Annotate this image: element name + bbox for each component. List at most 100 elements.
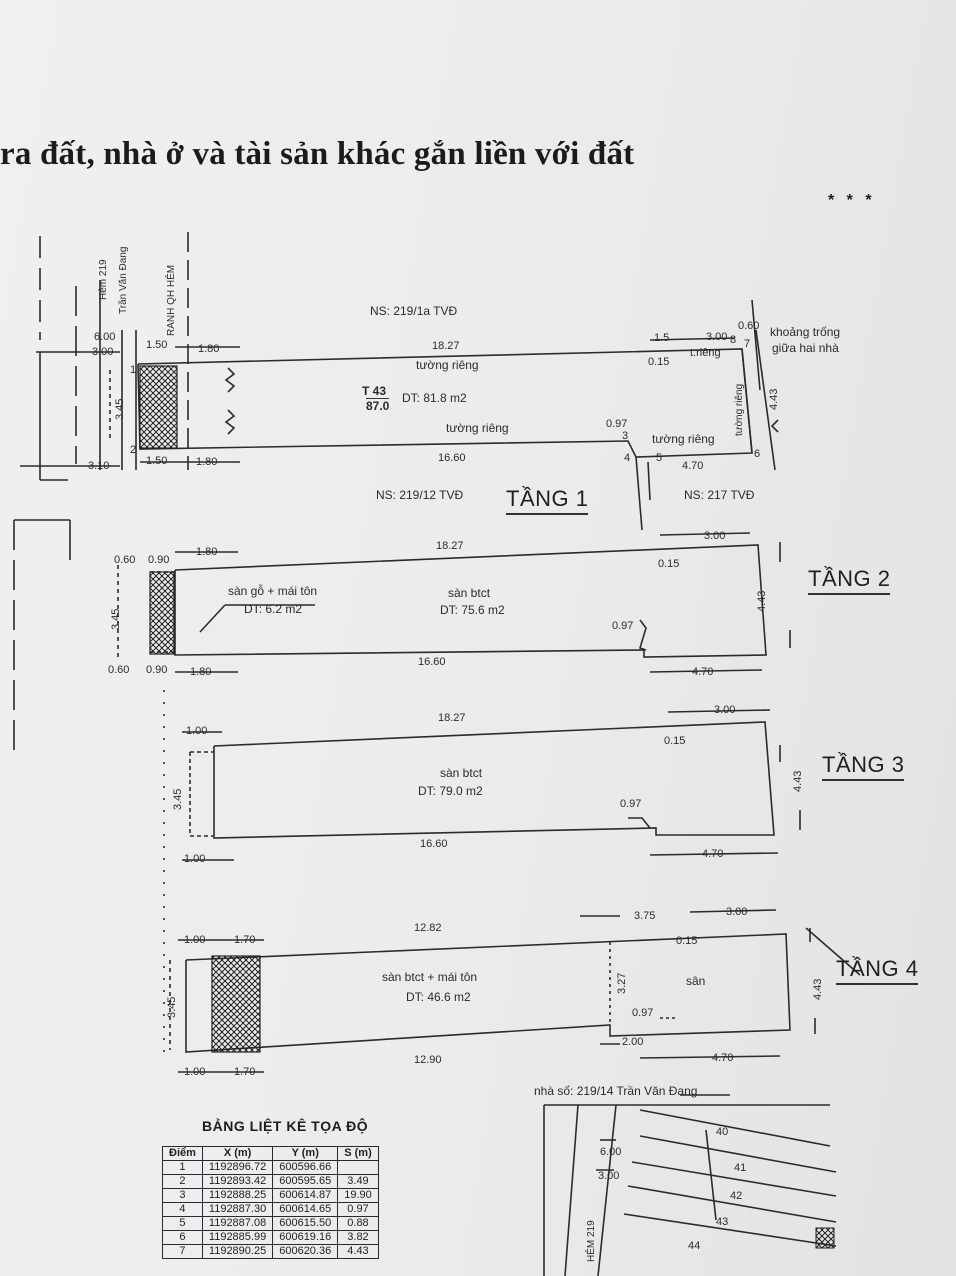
floor-4-yard: sân xyxy=(686,974,706,988)
dim: 12.90 xyxy=(414,1054,442,1066)
dim: 3.00 xyxy=(92,346,114,358)
dim: 4.43 xyxy=(756,590,768,612)
lot-44: 44 xyxy=(688,1240,701,1252)
dim: 4.43 xyxy=(812,978,824,1000)
dim: 0.15 xyxy=(648,356,670,368)
dim: 3.10 xyxy=(88,460,110,472)
dim: 0.97 xyxy=(632,1007,654,1019)
dim: 3.00 xyxy=(714,704,736,716)
gap-label-2: giữa hai nhà xyxy=(772,341,839,355)
parcel-sheet: 87.0 xyxy=(366,398,390,413)
alley-label: Hẻm 219 xyxy=(98,259,109,300)
dim: 4.43 xyxy=(768,388,780,410)
road-label: Trần Văn Đang xyxy=(118,246,129,314)
lot-42: 42 xyxy=(730,1190,743,1202)
point-1: 1 xyxy=(130,364,137,376)
dim: 4.70 xyxy=(682,460,704,472)
floor-4-name: sàn btct + mái tôn xyxy=(382,970,478,984)
dim: 3.45 xyxy=(110,608,122,630)
floor-2-wood-name: sàn gỗ + mái tôn xyxy=(228,584,318,598)
dim: 1.50 xyxy=(146,455,168,467)
dim: 0.15 xyxy=(658,558,680,570)
dim: 0.15 xyxy=(676,935,698,947)
dim: 2.00 xyxy=(622,1036,644,1048)
dim: 1.00 xyxy=(184,853,206,865)
dim: 3.00 xyxy=(726,906,748,918)
col-x: X (m) xyxy=(201,1146,274,1161)
dim: 0.90 xyxy=(148,554,170,566)
col-s: S (m) xyxy=(337,1146,379,1161)
floor-2-label: TẦNG 2 xyxy=(808,566,891,595)
dim: 3.45 xyxy=(114,398,126,420)
dim: 3.00 xyxy=(706,331,728,343)
dim: 0.90 xyxy=(146,664,168,676)
dim: 0.60 xyxy=(114,554,136,566)
location-dim-1: 6.00 xyxy=(600,1146,622,1158)
dim: 1.00 xyxy=(184,934,206,946)
dim: 0.97 xyxy=(620,798,642,810)
dim: 18.27 xyxy=(438,712,466,724)
dim: 1.80 xyxy=(190,666,212,678)
floor-2-main-area: DT: 75.6 m2 xyxy=(440,603,505,617)
dim: 1.00 xyxy=(184,1066,206,1078)
location-map-alley: HẺM 219 xyxy=(586,1220,597,1262)
wall-side-label: tường riêng xyxy=(734,383,745,436)
location-dim-2: 3.00 xyxy=(598,1170,620,1182)
col-point: Điểm xyxy=(162,1146,203,1161)
dim: 16.60 xyxy=(438,452,466,464)
dim: 18.27 xyxy=(436,540,464,552)
dim: 3.45 xyxy=(172,788,184,810)
dim: 0.97 xyxy=(612,620,634,632)
dim: 16.60 xyxy=(418,656,446,668)
wall-top-label: tường riêng xyxy=(416,358,479,372)
dim: 0.97 xyxy=(606,418,628,430)
dim: 4.43 xyxy=(792,770,804,792)
gap-label-1: khoảng trống xyxy=(770,325,841,339)
dim: 4.70 xyxy=(692,666,714,678)
dim: 0.60 xyxy=(738,320,760,332)
point-3: 3 xyxy=(622,430,629,442)
parcel-number: T 43 xyxy=(362,384,387,398)
floor-2-wood-area: DT: 6.2 m2 xyxy=(244,602,303,616)
document-title: ra đất, nhà ở và tài sản khác gắn liền v… xyxy=(0,136,635,172)
dim: 4.70 xyxy=(712,1052,734,1064)
dim: 1.80 xyxy=(196,456,218,468)
south-neighbor: NS: 219/12 TVĐ xyxy=(376,488,464,502)
floor-3-name: sàn btct xyxy=(440,766,483,780)
dim: 1.50 xyxy=(146,339,168,351)
dim: 12.82 xyxy=(414,922,442,934)
point-5: 5 xyxy=(656,452,663,464)
lot-40: 40 xyxy=(716,1126,729,1138)
col-y: Y (m) xyxy=(272,1146,339,1161)
location-map-title: nhà số: 219/14 Trần Văn Đang xyxy=(534,1084,698,1098)
dim: 1.70 xyxy=(234,934,256,946)
floor-1-label: TẦNG 1 xyxy=(506,486,589,515)
coord-table-header: Điểm X (m) Y (m) S (m) xyxy=(162,1146,379,1161)
dim: 1.70 xyxy=(234,1066,256,1078)
dim: 1.5 xyxy=(654,332,670,344)
coord-table-title: BẢNG LIỆT KÊ TỌA ĐỘ xyxy=(202,1118,369,1134)
point-7: 7 xyxy=(744,338,751,350)
dim: 1.80 xyxy=(196,546,218,558)
wall-right-label: tường riêng xyxy=(652,432,715,446)
zone-label: RANH QH HẺM xyxy=(166,264,177,336)
dim: 6.00 xyxy=(94,331,116,343)
lot-41: 41 xyxy=(734,1162,747,1174)
floor-3-area: DT: 79.0 m2 xyxy=(418,784,483,798)
dim: 3.00 xyxy=(704,530,726,542)
floor-4-area: DT: 46.6 m2 xyxy=(406,990,471,1004)
point-6: 6 xyxy=(754,448,761,460)
dim: 3.75 xyxy=(634,910,656,922)
dim: 4.70 xyxy=(702,848,724,860)
east-neighbor: NS: 217 TVĐ xyxy=(684,488,755,502)
dim: 0.60 xyxy=(108,664,130,676)
north-neighbor: NS: 219/1a TVĐ xyxy=(370,304,458,318)
